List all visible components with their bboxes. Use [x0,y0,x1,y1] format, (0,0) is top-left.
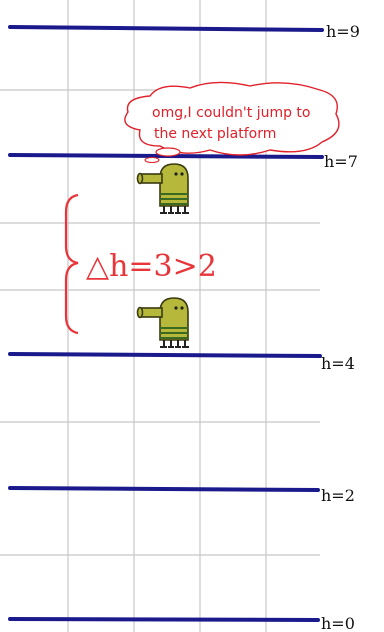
platform-h0 [8,617,320,622]
speech-bubble-icon [124,81,340,164]
speech-bubble-line-1: omg,I couldn't jump to [152,105,310,121]
platform-label-h9: h=9 [326,22,360,41]
speech-bubble-line-2: the next platform [154,126,276,142]
curly-brace-icon [64,193,79,335]
doodler-character-icon [136,297,190,348]
platform-label-h7: h=7 [324,152,358,171]
platform-h4 [8,352,322,358]
platform-h2 [8,486,320,492]
platform-label-h0: h=0 [321,614,355,632]
delta-h-annotation: △h=3>2 [86,249,217,284]
doodler-character-icon [136,163,190,214]
platform-label-h4: h=4 [321,354,355,373]
platform-label-h2: h=2 [321,486,355,505]
platform-h9 [8,25,324,32]
